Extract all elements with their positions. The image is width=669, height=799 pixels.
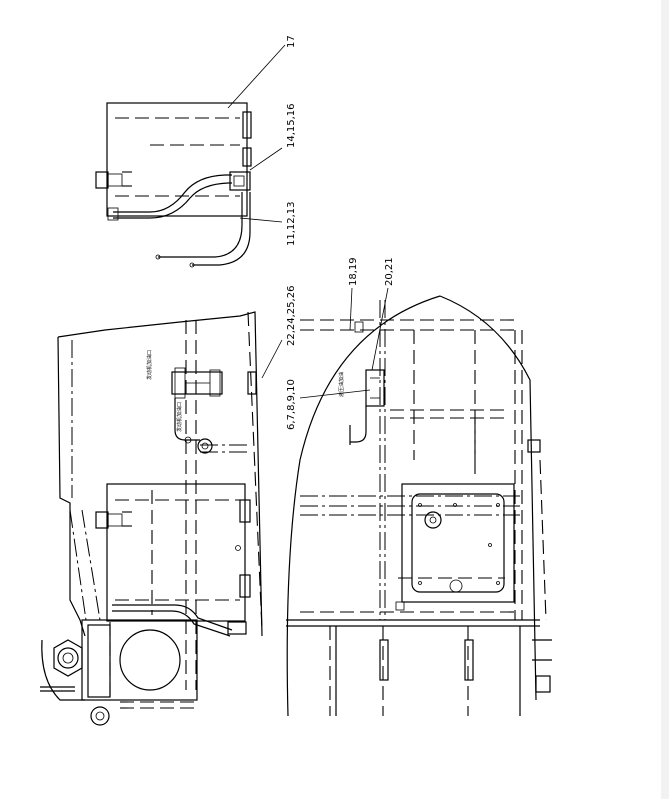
frame-top-outline bbox=[57, 311, 263, 637]
callout-17: 17 bbox=[286, 35, 297, 48]
right-margin-strip bbox=[661, 0, 669, 799]
lower-pin bbox=[90, 706, 110, 726]
inspection-hatch-cover bbox=[411, 493, 505, 593]
valve-block bbox=[229, 171, 251, 191]
callout-6-7-8-9-10: 6,7,8,9,10 bbox=[286, 379, 297, 430]
note-engine-filler-1: 发动机加油口 bbox=[146, 350, 153, 380]
note-hydraulic-oil: 液压油加油 bbox=[338, 372, 345, 397]
pipe-c bbox=[158, 192, 243, 258]
pipe-d bbox=[192, 192, 251, 266]
ladder-bracket-1 bbox=[379, 639, 389, 681]
left-side-view bbox=[40, 311, 263, 726]
pipe-b bbox=[113, 182, 232, 219]
inspection-hatch-frame bbox=[401, 483, 515, 603]
mount-boss bbox=[197, 438, 213, 454]
lower-filler-cap bbox=[95, 511, 109, 529]
note-engine-filler-2: 发动机加油口 bbox=[176, 402, 183, 432]
callout-20-21: 20,21 bbox=[384, 257, 395, 286]
pipe-a bbox=[113, 174, 232, 213]
filler-neck-assembly bbox=[171, 371, 223, 395]
right-platform-view bbox=[286, 295, 552, 717]
wheel-hub-circle bbox=[119, 629, 181, 691]
chinese-notes: 发动机加油口 发动机加油口 液压油加油 bbox=[146, 350, 345, 432]
callout-22-24-25-26: 22,24,25,26 bbox=[286, 286, 297, 346]
hatch-port bbox=[424, 511, 442, 529]
top-leaders bbox=[227, 44, 286, 223]
hydraulic-filler bbox=[365, 369, 385, 407]
ladder-bracket-2 bbox=[464, 639, 474, 681]
callout-11-12-13: 11,12,13 bbox=[286, 201, 297, 246]
callout-labels: 17 14,15,16 11,12,13 22,24,25,26 18,19 2… bbox=[286, 35, 395, 430]
tow-eye-hex bbox=[53, 639, 83, 677]
filler-cap bbox=[95, 171, 109, 189]
callout-18-19: 18,19 bbox=[348, 257, 359, 286]
tank-detail-view bbox=[95, 102, 252, 268]
right-leaders bbox=[261, 287, 389, 399]
tank-body bbox=[106, 102, 248, 217]
lower-tank-body bbox=[106, 483, 246, 622]
callout-14-15-16: 14,15,16 bbox=[286, 103, 297, 148]
